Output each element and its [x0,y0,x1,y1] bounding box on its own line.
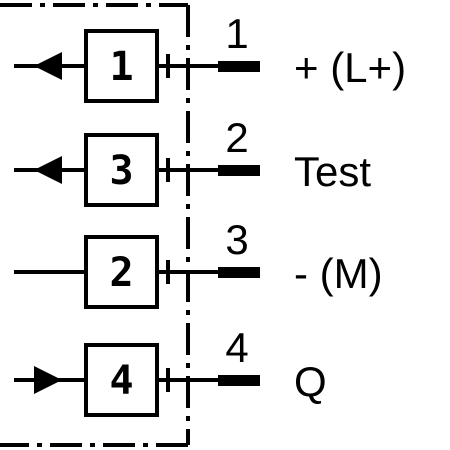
pin-row: 2 3 - (M) [14,216,383,309]
signal-label: Test [294,148,371,195]
terminal-bar [218,267,260,278]
pin-number: 1 [225,10,248,57]
pin-box-label: 3 [109,148,133,194]
signal-label: Q [294,358,327,405]
terminal-bar [218,61,260,72]
pin-row: 44Q [14,324,327,417]
housing-outline [0,3,190,447]
pin-box [84,29,159,103]
pin-number: 4 [225,324,248,371]
pin-box-label: 2 [109,250,133,296]
signal-label: - (M) [294,250,383,297]
signal-label: + (L+) [294,44,406,91]
pin-box [84,343,159,417]
arrow-left-icon [34,52,62,80]
arrow-right-icon [34,366,62,394]
pin-row: 1 1 + (L+) [14,10,406,103]
pin-number: 2 [225,114,248,161]
arrow-left-icon [34,156,62,184]
pin-box-label: 1 [109,44,133,90]
pin-number: 3 [225,216,248,263]
terminal-bar [218,375,260,386]
terminal-bar [218,165,260,176]
pin-box-label: 4 [109,358,133,404]
